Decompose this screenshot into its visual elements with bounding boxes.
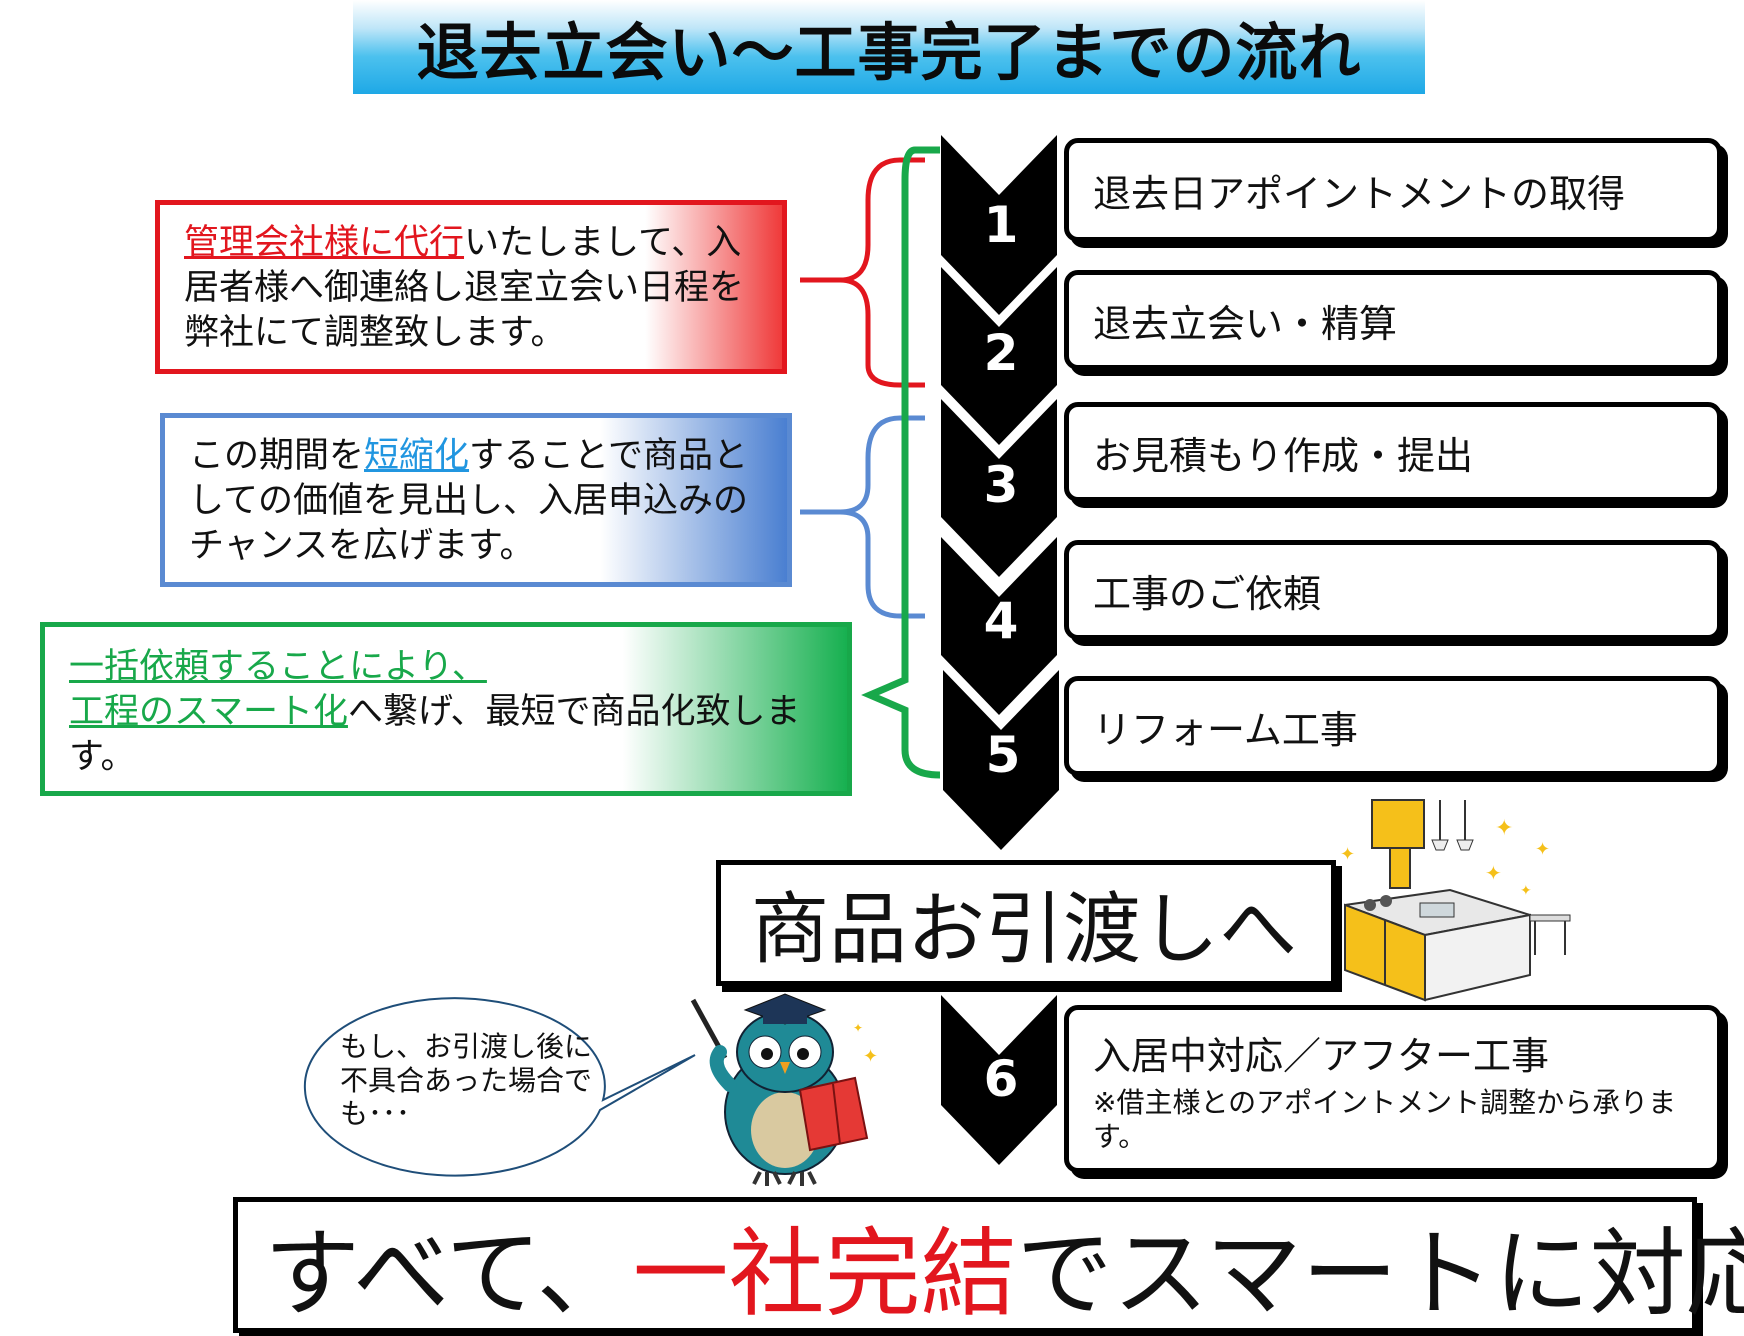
step-box-5: リフォーム工事: [1064, 676, 1722, 776]
final-highlight: 一社完結: [632, 1217, 1017, 1330]
chevron-5: [943, 670, 1059, 850]
final-text-after: でスマートに対応: [1016, 1217, 1744, 1330]
svg-text:✦: ✦: [1520, 883, 1532, 899]
step-box-3: お見積もり作成・提出: [1064, 402, 1722, 502]
delivery-text: 商品お引渡しへ: [751, 885, 1298, 975]
step-label-4: 工事のご依頼: [1093, 571, 1322, 616]
green-text-after: へ繋げ、最短で商品化致します。: [69, 691, 801, 777]
step-note-6: ※借主様とのアポイントメント調整から承ります。: [1093, 1085, 1677, 1153]
step-number-2: 2: [983, 324, 1019, 382]
red-explanation-box: 管理会社様に代行いたしまして、入居者様へ御連絡し退室立会い日程を弊社にて調整致し…: [155, 200, 787, 374]
final-banner: すべて、一社完結でスマートに対応: [233, 1197, 1744, 1333]
step-label-3: お見積もり作成・提出: [1093, 433, 1474, 478]
bracket-group: [800, 146, 941, 779]
page-title: 退去立会い～工事完了までの流れ: [416, 16, 1362, 89]
final-text-before: すべて、: [264, 1217, 633, 1330]
red-emphasis: 管理会社様に代行: [184, 223, 465, 263]
green-emphasis-1: 一括依頼することにより、: [69, 647, 487, 687]
step-number-4: 4: [983, 592, 1019, 650]
chevron-6: [941, 995, 1057, 1165]
step-number-1: 1: [983, 196, 1019, 254]
step-box-2: 退去立会い・精算: [1064, 270, 1722, 370]
step-label-6: 入居中対応／アフター工事: [1093, 1033, 1550, 1078]
svg-text:✦: ✦: [1495, 816, 1513, 841]
chevron-1: [941, 135, 1057, 315]
step-number-6: 6: [983, 1050, 1019, 1108]
delivery-box: 商品お引渡しへ: [716, 860, 1336, 986]
blue-bracket: [800, 415, 925, 619]
title-banner: 退去立会い～工事完了までの流れ: [353, 0, 1425, 94]
step-label-1: 退去日アポイントメントの取得: [1093, 171, 1626, 216]
red-bracket: [800, 157, 925, 388]
blue-emphasis: 短縮化: [364, 436, 470, 476]
svg-text:✦: ✦: [853, 1021, 863, 1035]
chevron-2: [941, 267, 1057, 445]
step-label-2: 退去立会い・精算: [1093, 301, 1398, 346]
chevron-3: [941, 399, 1057, 577]
svg-text:✦: ✦: [1535, 839, 1550, 860]
svg-text:✦: ✦: [863, 1046, 878, 1067]
svg-text:✦: ✦: [1485, 861, 1502, 885]
green-explanation-box: 一括依頼することにより、 工程のスマート化へ繋げ、最短で商品化致します。: [40, 622, 852, 796]
red-text: いたしまして、入居者様へ御連絡し退室立会い日程を弊社にて調整致します。: [184, 223, 745, 353]
green-emphasis-2: 工程のスマート化: [69, 691, 348, 732]
blue-explanation-box: この期間を短縮化することで商品としての価値を見出し、入居申込みのチャンスを広げま…: [160, 413, 792, 587]
blue-text-after: することで商品としての価値を見出し、入居申込みのチャンスを広げます。: [189, 436, 748, 566]
step-label-5: リフォーム工事: [1093, 707, 1358, 752]
green-bracket: [861, 146, 941, 779]
speech-bubble: [303, 997, 696, 1177]
blue-text-before: この期間を: [189, 436, 365, 476]
step-box-6: 入居中対応／アフター工事 ※借主様とのアポイントメント調整から承ります。: [1064, 1005, 1722, 1173]
step-box-1: 退去日アポイントメントの取得: [1064, 138, 1722, 242]
step-number-5: 5: [985, 726, 1021, 784]
step-box-4: 工事のご依頼: [1064, 540, 1722, 640]
owl-teacher-illustration: ✦ ✦: [690, 993, 878, 1186]
chevron-4: [941, 537, 1057, 715]
kitchen-illustration: ✦ ✦ ✦ ✦ ✦: [1340, 799, 1571, 1002]
chevron-column: [941, 135, 1059, 1165]
bubble-text: もし、お引渡し後に不具合あった場合でも･･･: [340, 1030, 593, 1131]
step-number-3: 3: [983, 456, 1019, 514]
svg-text:✦: ✦: [1340, 844, 1355, 865]
